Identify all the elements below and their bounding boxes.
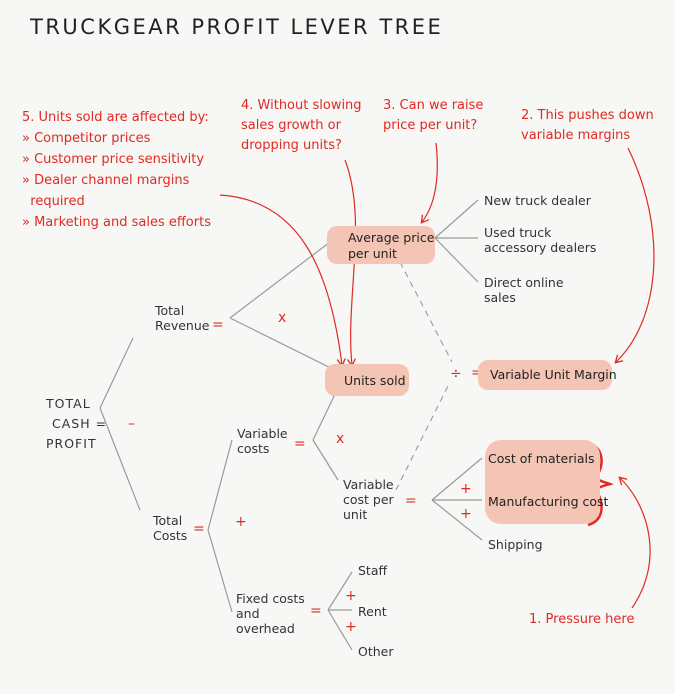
- arrow-note2: [614, 147, 655, 364]
- note-4-line1: 4. Without slowing: [241, 98, 362, 113]
- costs-label-line2: Costs: [153, 528, 188, 543]
- profit-costs-branch: [99, 407, 141, 511]
- shipping-label: Shipping: [488, 537, 543, 552]
- times-operator: x: [278, 310, 287, 326]
- staff-plus-operator: +: [345, 588, 357, 604]
- arrow-note1: [618, 476, 651, 609]
- unitcost-label-line1: Variable: [343, 477, 394, 492]
- fixed-label-line3: overhead: [236, 621, 295, 636]
- note-4-line2: sales growth or: [241, 118, 341, 133]
- avg-price-label-line2: per unit: [348, 246, 397, 261]
- margin-equals-operator: =: [471, 365, 483, 381]
- unitcost-label-line3: unit: [343, 507, 368, 522]
- note-2-line1: 2. This pushes down: [521, 108, 654, 123]
- online-label-line2: sales: [484, 290, 516, 305]
- note-4-line3: dropping units?: [241, 138, 342, 153]
- fixed-equals-operator: =: [310, 603, 322, 619]
- fixed-label-line2: and: [236, 606, 260, 621]
- profit-revenue-branch: [99, 337, 134, 409]
- note-1: 1. Pressure here: [529, 612, 635, 627]
- materials-label: Cost of materials: [488, 451, 595, 466]
- note-5-item: required: [22, 194, 85, 209]
- note-2-line2: variable margins: [521, 128, 631, 143]
- price-dealer-branch: [434, 199, 479, 239]
- note-5-item: » Dealer channel margins: [22, 173, 190, 188]
- vum-highlight: [478, 360, 612, 390]
- page-title: TRUCKGEAR PROFIT LEVER TREE: [30, 15, 444, 39]
- variable-costs-label-line2: costs: [237, 441, 270, 456]
- price-online-branch: [434, 237, 479, 283]
- revenue-price-branch: [229, 241, 331, 319]
- profit-label-line3: PROFIT: [46, 436, 97, 451]
- revenue-label-line2: Revenue: [155, 318, 210, 333]
- unitcost-shipping-branch: [431, 499, 483, 541]
- unitcost-materials-branch: [431, 457, 483, 501]
- fixed-other-branch: [327, 609, 353, 651]
- costs-variable-branch: [207, 439, 233, 531]
- note-3-line1: 3. Can we raise: [383, 98, 484, 113]
- cost-components-highlight: [485, 440, 600, 524]
- online-label-line1: Direct online: [484, 275, 564, 290]
- price-margin-dashed: [399, 261, 453, 363]
- revenue-equals-operator: =: [212, 317, 224, 333]
- revenue-units-branch: [229, 317, 346, 376]
- varcosts-equals-operator: =: [294, 436, 306, 452]
- manufacturing-label: Manufacturing cost: [488, 494, 609, 509]
- revenue-label-line1: Total: [155, 303, 185, 318]
- staff-label: Staff: [358, 563, 388, 578]
- arrow-note5: [219, 194, 346, 368]
- vum-label: Variable Unit Margin: [490, 367, 617, 382]
- rent-plus-operator: +: [345, 619, 357, 635]
- unitcost-margin-dashed: [395, 381, 451, 491]
- note-5-item: » Competitor prices: [22, 131, 151, 146]
- avg-price-label-line1: Average price: [348, 230, 435, 245]
- varcosts-times-operator: x: [336, 431, 345, 447]
- unitcost-equals-operator: =: [405, 493, 417, 509]
- fixed-staff-branch: [327, 571, 353, 611]
- rent-label: Rent: [358, 604, 387, 619]
- other-label: Other: [358, 644, 394, 659]
- minus-operator: –: [128, 416, 135, 432]
- costs-fixed-branch: [207, 529, 233, 613]
- profit-label-line2: CASH =: [52, 416, 108, 431]
- varcost-units-branch: [312, 389, 338, 441]
- unitcost-label-line2: cost per: [343, 492, 394, 507]
- materials-manufacturing-brace: [587, 441, 614, 527]
- note-5-title: 5. Units sold are affected by:: [22, 110, 209, 125]
- costs-label-line1: Total: [153, 513, 183, 528]
- new-dealer-label: New truck dealer: [484, 193, 591, 208]
- profit-label-line1: TOTAL: [46, 396, 91, 411]
- arrow-note3: [420, 142, 438, 224]
- units-sold-label: Units sold: [344, 373, 406, 388]
- note-5-item: » Marketing and sales efforts: [22, 215, 211, 230]
- variable-costs-label-line1: Variable: [237, 426, 288, 441]
- used-dealer-label-line1: Used truck: [484, 225, 552, 240]
- varcost-unitcost-branch: [312, 439, 339, 481]
- costs-plus-operator: +: [235, 514, 247, 530]
- shipping-plus-operator: +: [460, 506, 472, 522]
- note-3-line2: price per unit?: [383, 118, 478, 133]
- note-5-item: » Customer price sensitivity: [22, 152, 205, 167]
- materials-plus-operator: +: [460, 481, 472, 497]
- divide-operator: ÷: [450, 366, 462, 382]
- units-sold-highlight: [325, 364, 409, 396]
- costs-equals-operator: =: [193, 521, 205, 537]
- avg-price-highlight: [327, 226, 435, 264]
- fixed-label-line1: Fixed costs: [236, 591, 305, 606]
- used-dealer-label-line2: accessory dealers: [484, 240, 597, 255]
